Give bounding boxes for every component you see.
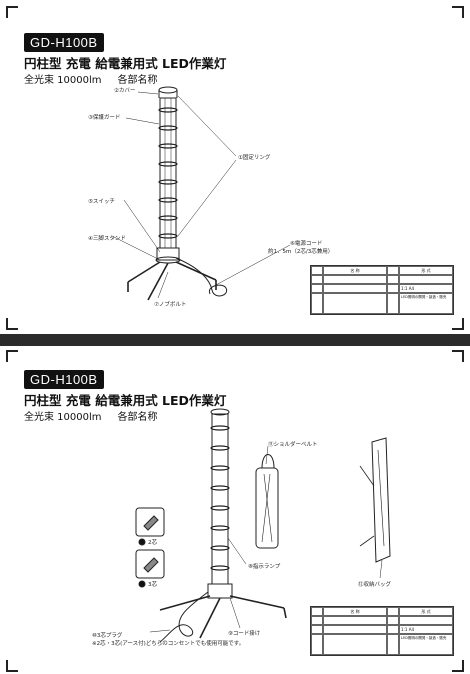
tb-name-label: 名 称: [323, 266, 387, 275]
title-block: 名 称 形 式 1:1 A4 LED照明の開発・製造・販売: [310, 606, 454, 656]
label-tripod: ④三脚スタンド: [88, 236, 126, 242]
section-text: 各部名称: [117, 412, 158, 423]
tb-scale: 1:1: [401, 286, 408, 291]
lamp-cylinder: [211, 413, 229, 585]
tripod-legs: [127, 261, 217, 301]
tb-form-label: 形 式: [399, 266, 453, 275]
tb-size: A4: [408, 627, 414, 632]
guard-rings: [210, 425, 230, 571]
corner-mark: [452, 660, 464, 672]
label-guard: ③保護ガード: [88, 115, 121, 121]
drawing-sheet-2: GD-H100B 円柱型 充電 給電兼用式 LED作業灯 全光束 10000lm…: [0, 346, 470, 674]
label-indicator-lamp: ⑧指示ランプ: [248, 564, 281, 570]
storage-bag: [371, 437, 391, 563]
label-switch: ⑤スイッチ: [88, 199, 115, 205]
page-divider: [0, 334, 470, 346]
product-title: 円柱型 充電 給電兼用式 LED作業灯: [24, 393, 227, 408]
corner-mark: [6, 6, 18, 18]
lamp-base: [207, 583, 233, 599]
corner-mark: [452, 318, 464, 330]
tb-scale: 1:1: [401, 627, 408, 632]
label-plug-note: ※2芯・3芯(アース付)どちらのコンセントでも使用可能です。: [92, 641, 245, 647]
corner-mark: [6, 318, 18, 330]
tb-form-label: 形 式: [399, 607, 453, 616]
product-title: 円柱型 充電 給電兼用式 LED作業灯: [24, 56, 227, 71]
tb-name-label: 名 称: [323, 607, 387, 616]
plug-2pin-panel: [135, 507, 165, 537]
model-badge: GD-H100B: [24, 33, 104, 52]
drawing-sheet-1: GD-H100B 円柱型 充電 給電兼用式 LED作業灯 全光束 10000lm…: [0, 0, 470, 334]
tb-company: LED照明の開発・製造・販売: [399, 293, 453, 314]
label-shoulder-belt: ⑪ショルダーベルト: [268, 442, 318, 448]
label-cord-length: 約1．5m（2芯/3芯兼用）: [268, 249, 334, 255]
model-badge: GD-H100B: [24, 370, 104, 389]
label-storage-bag: ⑫収納バッグ: [358, 582, 392, 588]
label-plug-2pin: 2芯: [148, 540, 157, 546]
lamp-base: [156, 247, 180, 261]
label-cord-hook: ⑨コード掛け: [228, 631, 261, 637]
lumens-text: 全光束 10000lm: [24, 75, 102, 86]
title-block: 名 称 形 式 1:1 A4 LED照明の開発・製造・販売: [310, 265, 454, 315]
label-fixing-ring: ①固定リング: [238, 155, 271, 161]
label-cover: ②カバー: [114, 88, 136, 94]
corner-mark: [6, 350, 18, 362]
guard-rings: [158, 107, 178, 239]
product-drawing: [113, 86, 291, 301]
corner-mark: [6, 660, 18, 672]
subtitle: 全光束 10000lm 各部名称: [24, 71, 174, 86]
power-cord: [159, 591, 209, 643]
label-plug-3pin: 3芯: [148, 582, 157, 588]
label-3pin-plug: ⑩3芯プラグ: [92, 633, 123, 639]
tb-size: A4: [408, 286, 414, 291]
step-1-icon: [138, 538, 146, 546]
tb-company: LED照明の開発・製造・販売: [399, 634, 453, 655]
section-text: 各部名称: [117, 75, 158, 86]
lumens-text: 全光束 10000lm: [24, 412, 102, 423]
lamp-cap: [158, 86, 178, 94]
label-knob-bolt: ⑦ノブボルト: [154, 302, 187, 308]
label-power-cord: ⑥電源コード: [290, 241, 323, 247]
tripod-legs: [159, 595, 287, 639]
corner-mark: [452, 350, 464, 362]
shoulder-belt-bag: [255, 467, 279, 549]
product-drawing: [135, 408, 391, 643]
step-2-icon: [138, 580, 146, 588]
plug-3pin-panel: [135, 549, 165, 579]
corner-mark: [452, 6, 464, 18]
power-cord: [175, 257, 228, 297]
subtitle: 全光束 10000lm 各部名称: [24, 408, 174, 423]
lamp-cylinder: [159, 97, 177, 249]
